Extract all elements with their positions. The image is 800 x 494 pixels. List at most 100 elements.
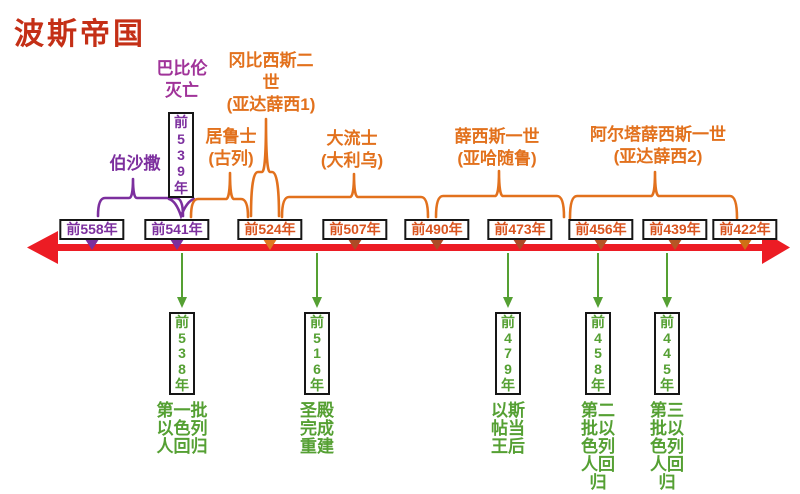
timeline-date-box: 前541年 bbox=[144, 219, 210, 240]
king-label-line: (古列) bbox=[208, 149, 254, 168]
event-description-line: 圣殿 bbox=[300, 401, 334, 420]
event-description: 第一批以色列人回归 bbox=[157, 402, 208, 456]
babylon-539-pointer bbox=[167, 197, 196, 220]
king-label: 阿尔塔薛西斯一世 (亚达薛西2) bbox=[590, 124, 726, 168]
event-date-char: 1 bbox=[313, 345, 321, 362]
event-description-line: 完成 bbox=[300, 419, 334, 438]
event-description: 第二批以色列人回归 bbox=[581, 402, 615, 492]
event-description-line: 批以 bbox=[650, 419, 684, 438]
date-pointer-triangle bbox=[169, 237, 185, 250]
event-description-line: 人回 bbox=[581, 455, 615, 474]
babylon-fall-label: 巴比伦灭亡 bbox=[157, 58, 208, 102]
reign-brace bbox=[280, 172, 430, 219]
timeline-date-box: 前473年 bbox=[487, 219, 553, 240]
event-date-char: 4 bbox=[663, 329, 671, 346]
king-label-line: (亚达薛西2) bbox=[613, 147, 703, 166]
event-date-char: 年 bbox=[501, 377, 515, 394]
date-pointer-triangle bbox=[429, 237, 445, 250]
event-arrowhead bbox=[312, 297, 322, 308]
reign-brace bbox=[568, 170, 739, 220]
king-label: 居鲁士 (古列) bbox=[206, 126, 257, 170]
belshazzar-brace bbox=[96, 177, 185, 218]
timeline-arrowhead-left bbox=[27, 231, 58, 264]
reign-brace bbox=[189, 171, 250, 219]
event-date-char: 5 bbox=[663, 361, 671, 378]
timeline-date-box: 前439年 bbox=[642, 219, 708, 240]
date-539-char: 前 bbox=[174, 114, 188, 131]
event-date-char: 年 bbox=[175, 377, 189, 394]
event-description-line: 王后 bbox=[491, 437, 525, 456]
king-label-line: 薛西斯一世 bbox=[454, 127, 540, 146]
timeline-date-box: 前456年 bbox=[568, 219, 634, 240]
king-label-line: 冈比西斯二 bbox=[228, 51, 314, 70]
timeline-date-box: 前558年 bbox=[59, 219, 125, 240]
king-label: 冈比西斯二世 (亚达薛西1) bbox=[227, 50, 316, 116]
event-date-char: 4 bbox=[504, 329, 512, 346]
event-date-char: 5 bbox=[178, 329, 186, 346]
event-date-char: 5 bbox=[313, 329, 321, 346]
event-date-char: 6 bbox=[313, 361, 321, 378]
event-description-line: 第一批 bbox=[156, 401, 208, 420]
date-539-char: 3 bbox=[177, 146, 185, 163]
event-description-line: 归 bbox=[658, 473, 676, 492]
event-description-line: 重建 bbox=[300, 437, 334, 456]
king-label-line: (亚达薛西1) bbox=[226, 95, 316, 114]
king-label-line: (大利乌) bbox=[320, 151, 384, 170]
event-date-char: 前 bbox=[310, 313, 324, 330]
event-arrowhead bbox=[662, 297, 672, 308]
date-pointer-triangle bbox=[667, 237, 683, 250]
event-description-line: 以斯 bbox=[491, 401, 525, 420]
event-date-char: 前 bbox=[501, 313, 515, 330]
event-date-char: 年 bbox=[660, 377, 674, 394]
event-date-char: 7 bbox=[504, 345, 512, 362]
event-description-line: 人回归 bbox=[156, 437, 208, 456]
event-description-line: 第三 bbox=[650, 401, 684, 420]
event-description-line: 第二 bbox=[581, 401, 615, 420]
date-539-char: 5 bbox=[177, 130, 185, 147]
date-pointer-triangle bbox=[593, 237, 609, 250]
reign-brace bbox=[434, 169, 566, 219]
event-description-line: 批以 bbox=[581, 419, 615, 438]
event-date-char: 8 bbox=[594, 361, 602, 378]
event-description: 第三批以色列人回归 bbox=[650, 402, 684, 492]
event-date-char: 年 bbox=[310, 377, 324, 394]
event-description-line: 色列 bbox=[581, 437, 615, 456]
timeline-date-box: 前422年 bbox=[712, 219, 778, 240]
king-label-line: 世 bbox=[262, 73, 280, 92]
king-label-line: 居鲁士 bbox=[205, 127, 257, 146]
event-date-char: 前 bbox=[660, 313, 674, 330]
event-date-char: 5 bbox=[594, 345, 602, 362]
date-pointer-triangle bbox=[84, 237, 100, 250]
event-description: 以斯帖当王后 bbox=[491, 402, 525, 456]
event-description-line: 归 bbox=[589, 473, 607, 492]
event-date-char: 前 bbox=[175, 313, 189, 330]
event-date-char: 9 bbox=[504, 361, 512, 378]
timeline-date-box: 前507年 bbox=[322, 219, 388, 240]
event-date-char: 8 bbox=[178, 361, 186, 378]
timeline-date-box: 前490年 bbox=[404, 219, 470, 240]
date-pointer-triangle bbox=[347, 237, 363, 250]
event-date-char: 3 bbox=[178, 345, 186, 362]
event-description-line: 色列 bbox=[650, 437, 684, 456]
event-date-char: 前 bbox=[591, 313, 605, 330]
timeline-axis bbox=[40, 244, 775, 251]
event-description: 圣殿完成重建 bbox=[300, 402, 334, 456]
king-label-line: 阿尔塔薛西斯一世 bbox=[590, 125, 726, 144]
king-label-line: (亚哈随鲁) bbox=[457, 149, 537, 168]
event-date-char: 4 bbox=[594, 329, 602, 346]
date-539-char: 9 bbox=[177, 163, 185, 180]
belshazzar-label: 伯沙撒 bbox=[109, 154, 161, 173]
event-arrowhead bbox=[177, 297, 187, 308]
event-arrowhead bbox=[503, 297, 513, 308]
babylon-fall-label-line: 巴比伦 bbox=[156, 59, 208, 78]
date-pointer-triangle bbox=[262, 237, 278, 250]
reign-brace bbox=[249, 117, 281, 218]
event-description-line: 帖当 bbox=[491, 419, 525, 438]
king-label-line: 大流士 bbox=[326, 129, 378, 148]
date-pointer-triangle bbox=[512, 237, 528, 250]
